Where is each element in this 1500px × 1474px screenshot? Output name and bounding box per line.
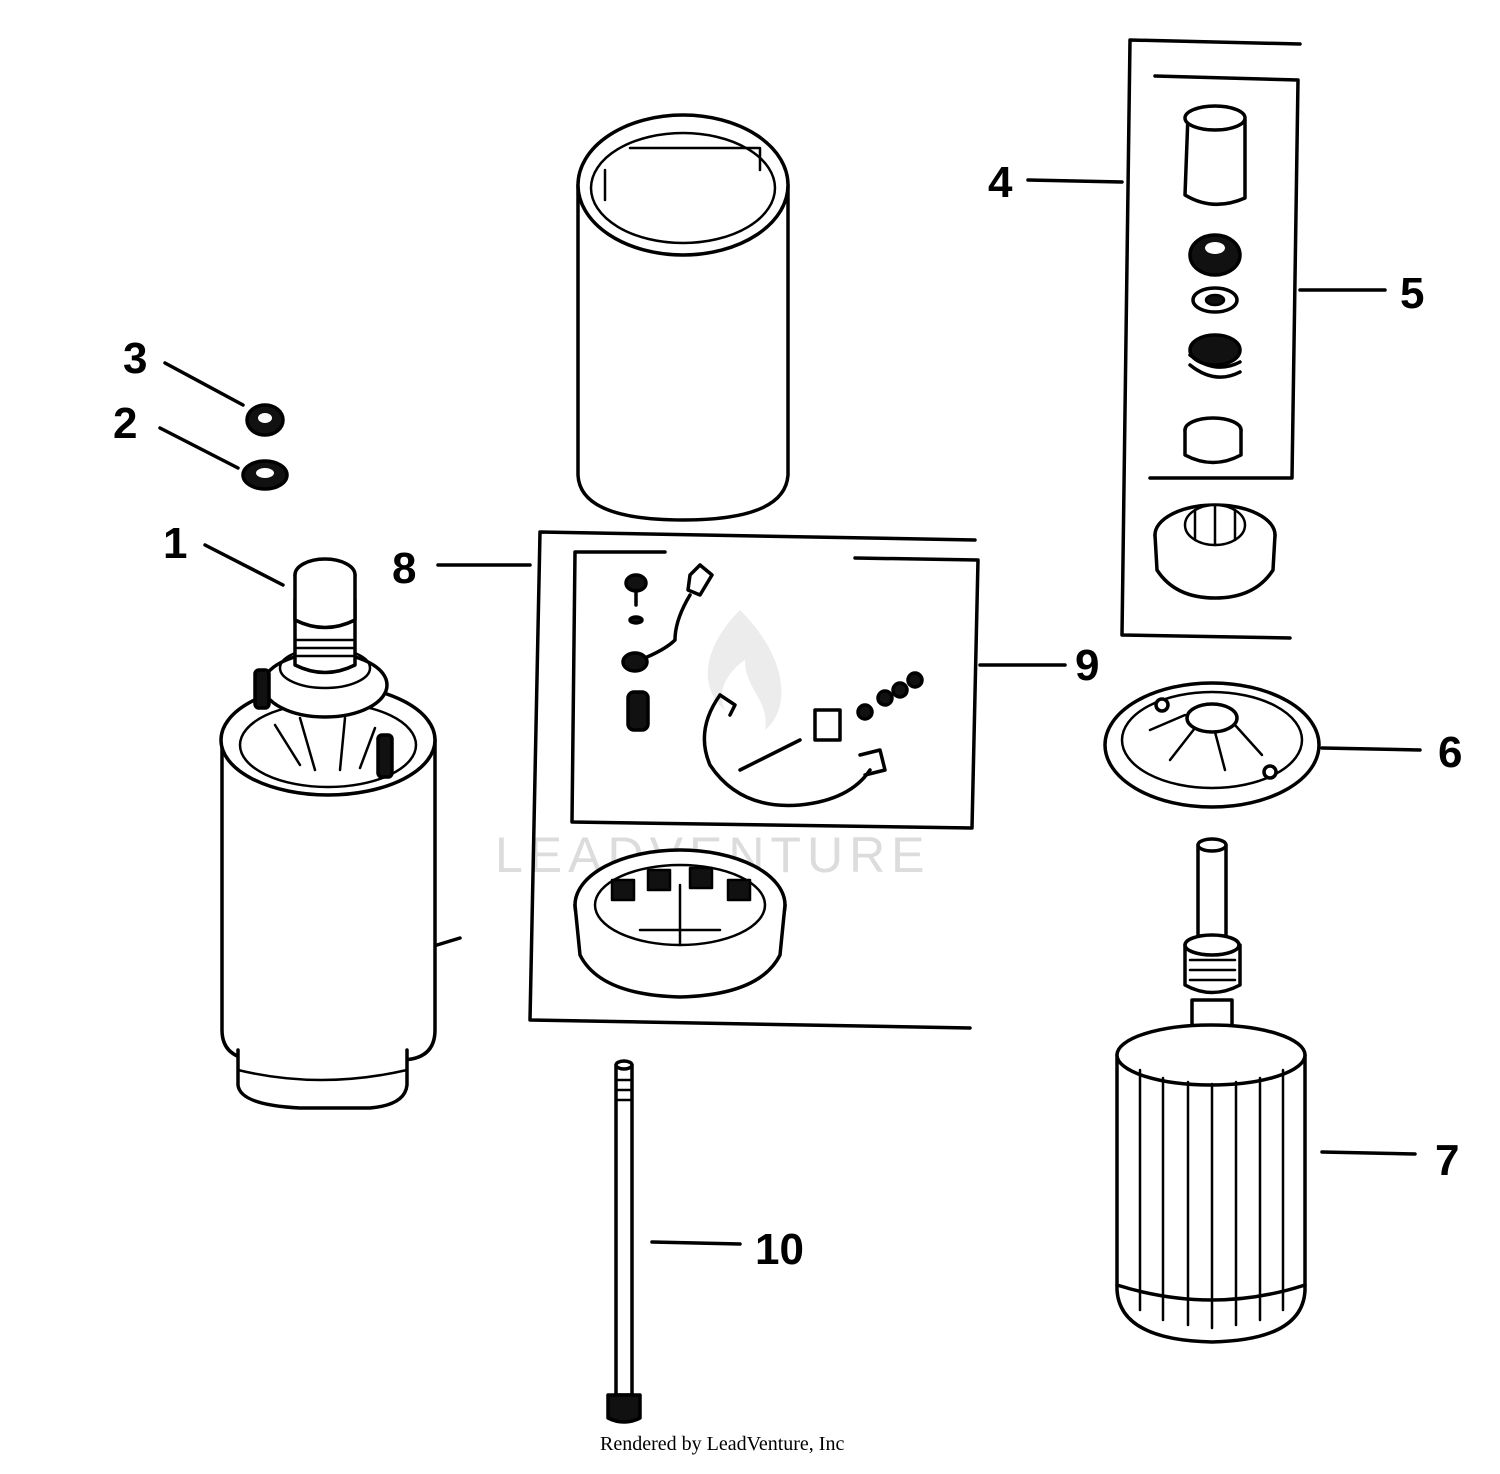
callout-2: 2 (113, 399, 137, 448)
credit-text: Rendered by LeadVenture, Inc (600, 1433, 844, 1455)
part-2-washer (241, 459, 289, 491)
leader-line-6 (1320, 746, 1422, 752)
part-7-armature (1115, 837, 1307, 1344)
part-6-end-cap (1103, 681, 1321, 809)
callout-5: 5 (1400, 269, 1424, 318)
leader-line-2 (158, 426, 240, 470)
callout-4: 4 (988, 158, 1013, 207)
part-5-drive-parts (1148, 74, 1300, 480)
frame-housing-tube (576, 113, 790, 522)
part-3-nut (245, 403, 285, 437)
part-1-starter-motor (219, 557, 462, 1110)
leader-line-7 (1320, 1150, 1417, 1156)
callout-labels: 1 2 3 4 5 6 7 8 9 10 (113, 158, 1462, 1274)
callout-1: 1 (163, 519, 187, 568)
part-8-bracket (528, 530, 977, 1030)
watermark-flame-logo (707, 610, 782, 730)
watermark: LEADVENTURE (495, 610, 925, 883)
leader-line-10 (650, 1240, 742, 1246)
leader-lines (158, 178, 1422, 1246)
callout-8: 8 (392, 544, 416, 593)
callout-7: 7 (1435, 1136, 1459, 1185)
callout-6: 6 (1438, 728, 1462, 777)
part-4-drive-kit (1120, 38, 1302, 640)
callout-3: 3 (123, 334, 147, 383)
part-10-through-bolt (606, 1059, 642, 1424)
leader-line-3 (163, 361, 245, 407)
leader-line-1 (203, 543, 285, 587)
callout-10: 10 (755, 1225, 804, 1274)
callout-9: 9 (1075, 641, 1099, 690)
leader-line-4 (1026, 178, 1124, 184)
part-9-brush-kit (570, 550, 980, 830)
